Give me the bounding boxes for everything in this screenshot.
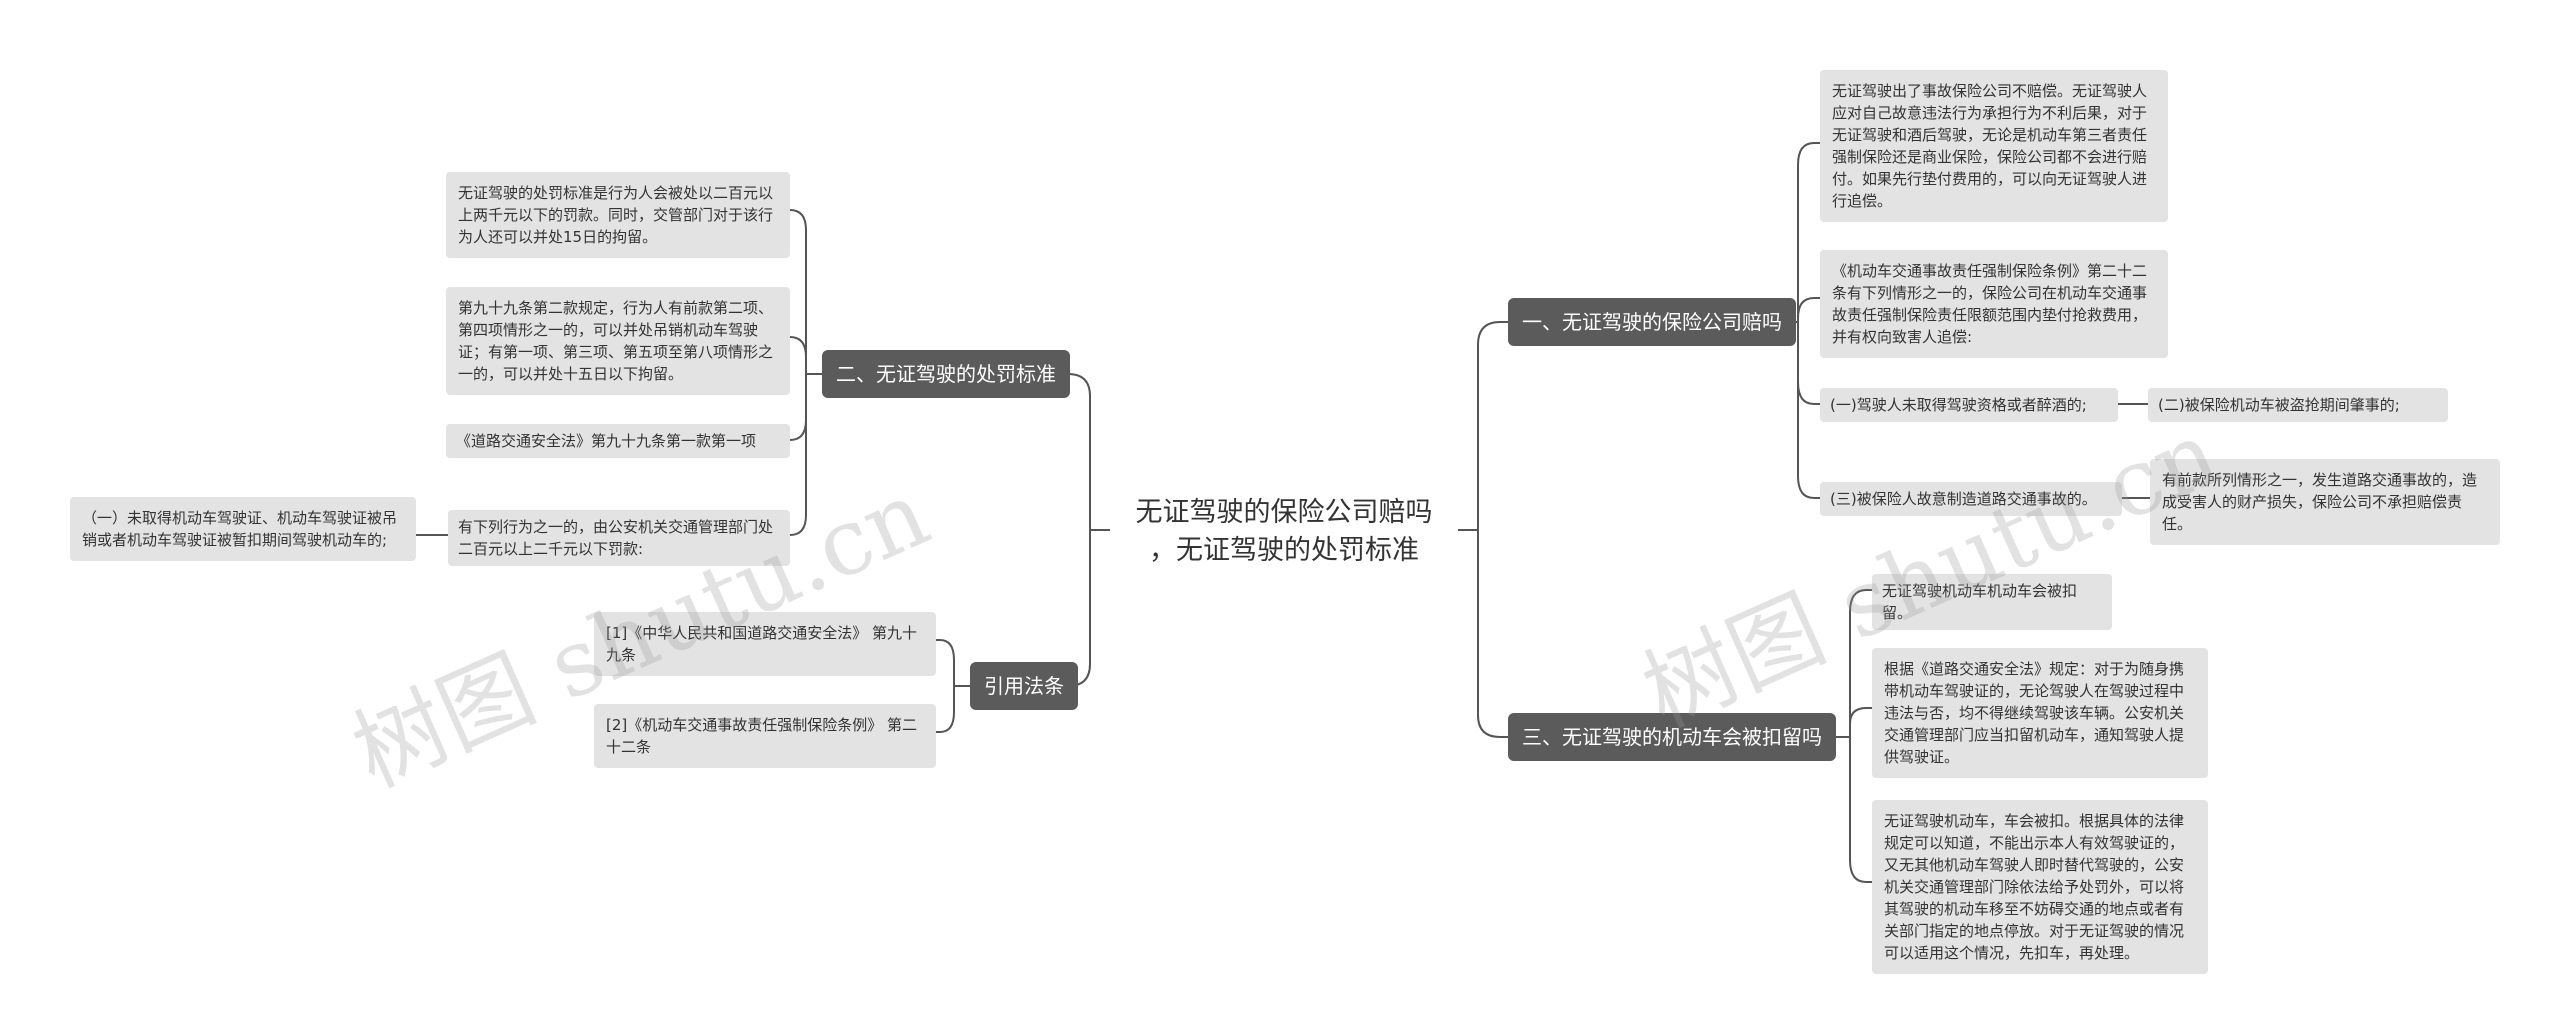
connector-b1-r1a (1797, 142, 1820, 322)
branch-vehicle-detained[interactable]: 三、无证驾驶的机动车会被扣留吗 (1508, 713, 1836, 761)
connector-spine-right (1477, 321, 1508, 531)
leaf-traffic-law-article[interactable]: 《道路交通安全法》第九十九条第一款第一项 (446, 424, 790, 458)
leaf-no-compensation[interactable]: 无证驾驶出了事故保险公司不赔偿。无证驾驶人应对自己故意违法行为承担行为不利后果，… (1820, 70, 2168, 222)
leaf-citation-2[interactable]: [2]《机动车交通事故责任强制保险条例》 第二十二条 (594, 704, 936, 768)
branch-penalty-standard[interactable]: 二、无证驾驶的处罚标准 (822, 350, 1070, 398)
connector-b4-l4a (936, 639, 955, 686)
connector-b1-r1d (1797, 322, 1820, 499)
leaf-vehicle-detention-detail[interactable]: 无证驾驶机动车，车会被扣。根据具体的法律规定可以知道，不能出示本人有效驾驶证的，… (1872, 800, 2208, 974)
leaf-vehicle-detained[interactable]: 无证驾驶机动车机动车会被扣留。 (1872, 574, 2112, 630)
root-topic[interactable]: 无证驾驶的保险公司赔吗 ，无证驾驶的处罚标准 (1110, 488, 1458, 576)
connector-b2-l2d (789, 374, 807, 536)
connector-b2-l2c (789, 374, 807, 441)
branch-cited-laws[interactable]: 引用法条 (970, 662, 1078, 710)
leaf-administrative-fine[interactable]: 有下列行为之一的，由公安机关交通管理部门处二百元以上二千元以下罚款: (448, 510, 790, 566)
branch-insurance-compensation[interactable]: 一、无证驾驶的保险公司赔吗 (1508, 298, 1796, 346)
leaf-item-1[interactable]: (一)驾驶人未取得驾驶资格或者醉酒的; (1820, 388, 2118, 422)
leaf-item-3[interactable]: (三)被保险人故意制造道路交通事故的。 (1820, 482, 2122, 516)
connector-b3-r3c (1849, 737, 1872, 883)
connector-b4-l4b (936, 686, 955, 733)
connector-b2-l2a (789, 209, 807, 374)
connector-spine-right-b3 (1477, 530, 1508, 738)
leaf-article-99-clause-2[interactable]: 第九十九条第二款规定，行为人有前款第二项、第四项情形之一的，可以并处吊销机动车驾… (446, 287, 790, 395)
leaf-item-3-note[interactable]: 有前款所列情形之一，发生道路交通事故的，造成受害人的财产损失，保险公司不承担赔偿… (2150, 459, 2500, 545)
leaf-no-license-driving[interactable]: （一）未取得机动车驾驶证、机动车驾驶证被吊销或者机动车驾驶证被暂扣期间驾驶机动车… (70, 497, 416, 561)
root-topic-line1: 无证驾驶的保险公司赔吗 (1135, 497, 1433, 528)
connector-b2-l2b (789, 336, 807, 374)
leaf-item-2[interactable]: (二)被保险机动车被盗抢期间肇事的; (2148, 388, 2448, 422)
leaf-citation-1[interactable]: [1]《中华人民共和国道路交通安全法》 第九十九条 (594, 612, 936, 676)
leaf-penalty-fine[interactable]: 无证驾驶的处罚标准是行为人会被处以二百元以上两千元以下的罚款。同时，交管部门对于… (446, 172, 790, 258)
connector-b3-r3a (1849, 589, 1872, 737)
leaf-regulation-article-22[interactable]: 《机动车交通事故责任强制保险条例》第二十二条有下列情形之一的，保险公司在机动车交… (1820, 250, 2168, 358)
connector-b1-r1c (1797, 322, 1820, 405)
connector-b3-r3b (1849, 707, 1872, 737)
connector-b1-r1b (1797, 297, 1820, 322)
leaf-traffic-law-provision[interactable]: 根据《道路交通安全法》规定：对于为随身携带机动车驾驶证的，无论驾驶人在驾驶过程中… (1872, 648, 2208, 778)
root-topic-line2: ，无证驾驶的处罚标准 (1149, 535, 1419, 566)
